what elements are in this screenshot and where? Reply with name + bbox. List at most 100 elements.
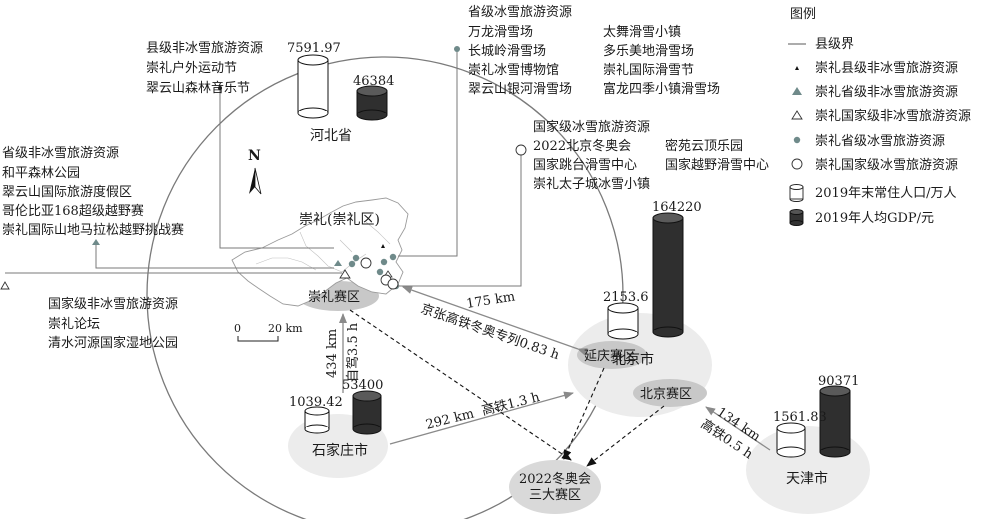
prov-non-snow-item: 翠云山国际旅游度假区 bbox=[2, 184, 132, 200]
drive-sjz-desc: 自驾3.5 h bbox=[346, 322, 361, 382]
yanqing-zone-ellipse bbox=[577, 341, 647, 369]
national-snow-leader bbox=[398, 152, 522, 287]
tianjin-population-value: 1561.83 bbox=[773, 410, 827, 425]
provincial-non-snow-callout-marker bbox=[92, 239, 100, 245]
hsr-sjz-desc: 高铁1.3 h bbox=[480, 389, 542, 419]
hebei-region-circle bbox=[146, 56, 624, 523]
hebei-population-cylinder bbox=[297, 54, 329, 119]
legend-label: 崇礼县级非冰雪旅游资源 bbox=[815, 60, 958, 76]
olympic-zones-ellipse bbox=[509, 460, 601, 514]
north-arrow-icon bbox=[249, 167, 262, 195]
prov-snow-item: 长城岭滑雪场 bbox=[468, 44, 546, 59]
prov-snow-title: 省级冰雪旅游资源 bbox=[468, 5, 572, 20]
legend-label: 2019年人均GDP/元 bbox=[815, 211, 934, 226]
provincial-snow-point bbox=[348, 260, 356, 268]
chongli-zone-label: 崇礼赛区 bbox=[308, 289, 360, 305]
hebei-gdp-value: 46384 bbox=[353, 74, 394, 89]
provincial-snow-point bbox=[380, 258, 388, 266]
nat-non-snow-title: 国家级非冰雪旅游资源 bbox=[48, 296, 178, 312]
yanqing-to-olympic-dashed bbox=[563, 367, 605, 460]
north-label: N bbox=[248, 148, 261, 164]
hsr-sjz-distance: 292 km bbox=[424, 406, 475, 432]
sjz-city-label: 石家庄市 bbox=[312, 442, 368, 459]
township-boundaries bbox=[255, 221, 391, 273]
legend-title: 图例 bbox=[790, 7, 816, 22]
hsr-sjz-arrow bbox=[389, 391, 574, 445]
prov-snow-item: 太舞滑雪小镇 bbox=[603, 25, 681, 40]
scale-zero: 0 bbox=[234, 322, 241, 335]
legend-filled-circle-icon bbox=[793, 136, 801, 144]
chongli-to-olympic-dashed bbox=[349, 309, 572, 461]
national-snow-point bbox=[360, 257, 372, 269]
prov-snow-item: 万龙滑雪场 bbox=[468, 25, 533, 40]
provincial-snow-point bbox=[352, 254, 360, 262]
county-callout-leader bbox=[219, 88, 334, 249]
county-callout-title: 县级非冰雪旅游资源 bbox=[146, 41, 263, 56]
provincial-non-snow-point bbox=[334, 260, 342, 266]
nat-snow-item: 国家越野滑雪中心 bbox=[665, 157, 769, 173]
olympic-zones-label-2: 三大赛区 bbox=[529, 487, 581, 503]
national-non-snow-callout-marker bbox=[0, 281, 10, 290]
national-non-snow-point bbox=[339, 269, 351, 279]
sjz-population-cylinder bbox=[304, 406, 330, 434]
sjz-gdp-value: 53400 bbox=[342, 378, 383, 393]
prov-snow-item: 多乐美地滑雪场 bbox=[603, 43, 694, 59]
prov-snow-item: 崇礼冰雪博物馆 bbox=[468, 62, 559, 78]
county-callout-item: 崇礼户外运动节 bbox=[146, 60, 237, 76]
legend-label: 县级界 bbox=[815, 37, 854, 52]
yanqing-zone-label: 延庆赛区 bbox=[584, 348, 636, 364]
hsr-tianjin-arrow bbox=[705, 406, 771, 451]
beijing-gdp-cylinder bbox=[652, 212, 684, 338]
sjz-population-value: 1039.42 bbox=[289, 395, 343, 410]
legend-label: 2019年末常住人口/万人 bbox=[815, 186, 956, 201]
hebei-gdp-cylinder bbox=[356, 85, 388, 121]
prov-snow-item: 崇礼国际滑雪节 bbox=[603, 62, 694, 78]
nat-snow-title: 国家级冰雪旅游资源 bbox=[533, 119, 650, 135]
legend-label: 崇礼国家级非冰雪旅游资源 bbox=[815, 108, 971, 124]
provincial-snow-point bbox=[376, 268, 384, 276]
sjz-gdp-cylinder bbox=[352, 390, 382, 435]
prov-non-snow-title: 省级非冰雪旅游资源 bbox=[2, 146, 119, 161]
nat-non-snow-item: 崇礼论坛 bbox=[48, 316, 100, 332]
hsr-beijing-desc: 京张高铁冬奥专列0.83 h bbox=[419, 301, 562, 364]
prov-snow-item: 翠云山银河滑雪场 bbox=[468, 82, 572, 97]
tianjin-gdp-cylinder bbox=[819, 385, 851, 458]
national-snow-point bbox=[387, 278, 399, 290]
nat-snow-item: 崇礼太子城冰雪小镇 bbox=[533, 176, 650, 192]
nat-snow-item: 2022北京冬奥会 bbox=[533, 138, 631, 154]
hebei-population-value: 7591.97 bbox=[287, 41, 341, 56]
national-snow-callout-marker bbox=[515, 144, 527, 156]
provincial-snow-leader bbox=[398, 49, 458, 257]
beijing-population-value: 2153.6 bbox=[603, 290, 649, 305]
drive-sjz-distance: 434 km bbox=[325, 329, 340, 378]
district-label: 崇礼(崇礼区) bbox=[299, 212, 380, 228]
beijing-gdp-value: 164220 bbox=[652, 200, 702, 215]
hebei-label: 河北省 bbox=[310, 128, 352, 144]
tianjin-city-label: 天津市 bbox=[786, 470, 828, 487]
county-callout-marker bbox=[218, 86, 222, 90]
prov-non-snow-item: 崇礼国际山地马拉松越野挑战赛 bbox=[2, 222, 184, 238]
legend-label: 崇礼国家级冰雪旅游资源 bbox=[815, 157, 958, 173]
provincial-snow-callout-marker bbox=[454, 46, 460, 52]
legend-label: 崇礼省级非冰雪旅游资源 bbox=[815, 84, 958, 100]
beijing-zone-label: 北京赛区 bbox=[640, 386, 692, 402]
nat-snow-item: 密苑云顶乐园 bbox=[665, 138, 743, 154]
county-resource-point bbox=[381, 244, 385, 248]
tianjin-region bbox=[746, 426, 870, 514]
prov-non-snow-item: 哥伦比亚168超级越野赛 bbox=[2, 203, 144, 219]
scale-distance: 20 km bbox=[268, 322, 303, 335]
nat-snow-item: 国家跳台滑雪中心 bbox=[533, 157, 637, 173]
provincial-snow-point bbox=[389, 253, 397, 261]
beijing-zone-ellipse bbox=[633, 379, 707, 407]
prov-non-snow-item: 和平森林公园 bbox=[2, 166, 80, 181]
hsr-beijing-arrow bbox=[402, 286, 588, 356]
tianjin-gdp-value: 90371 bbox=[818, 374, 859, 389]
beijing-population-cylinder bbox=[607, 302, 639, 340]
legend-open-circle-icon bbox=[791, 158, 803, 170]
county-callout-item: 翠云山森林音乐节 bbox=[146, 80, 250, 96]
legend-open-triangle-icon bbox=[791, 110, 803, 120]
prov-snow-item: 富龙四季小镇滑雪场 bbox=[603, 81, 720, 97]
scale-bar bbox=[237, 336, 279, 342]
